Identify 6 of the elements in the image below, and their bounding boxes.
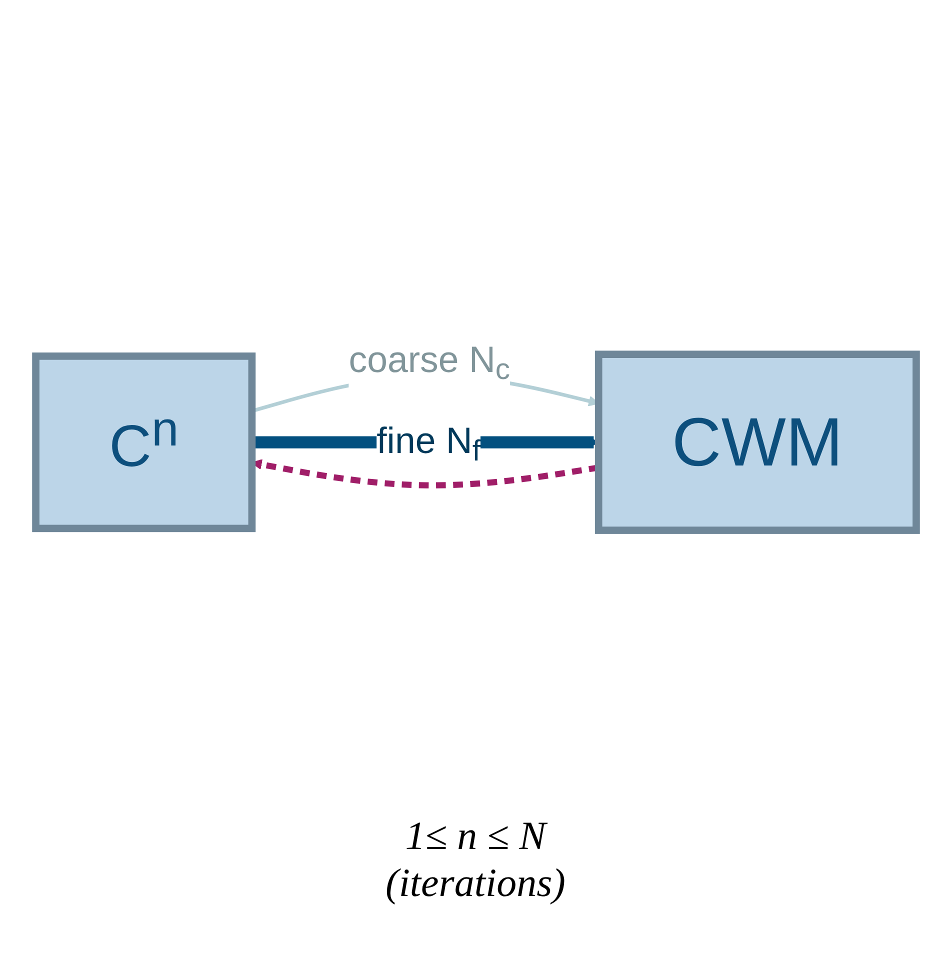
note-text: (iterations) bbox=[386, 858, 566, 906]
node-box: C$^{n}$ bbox=[32, 352, 256, 532]
edge-label: fine N$_{f}$ bbox=[376, 421, 480, 468]
note-text: 1≤ n ≤ N bbox=[405, 812, 546, 858]
edge-label: coarse N$_{c}$ bbox=[348, 340, 510, 387]
node-box: CWM bbox=[594, 350, 920, 534]
